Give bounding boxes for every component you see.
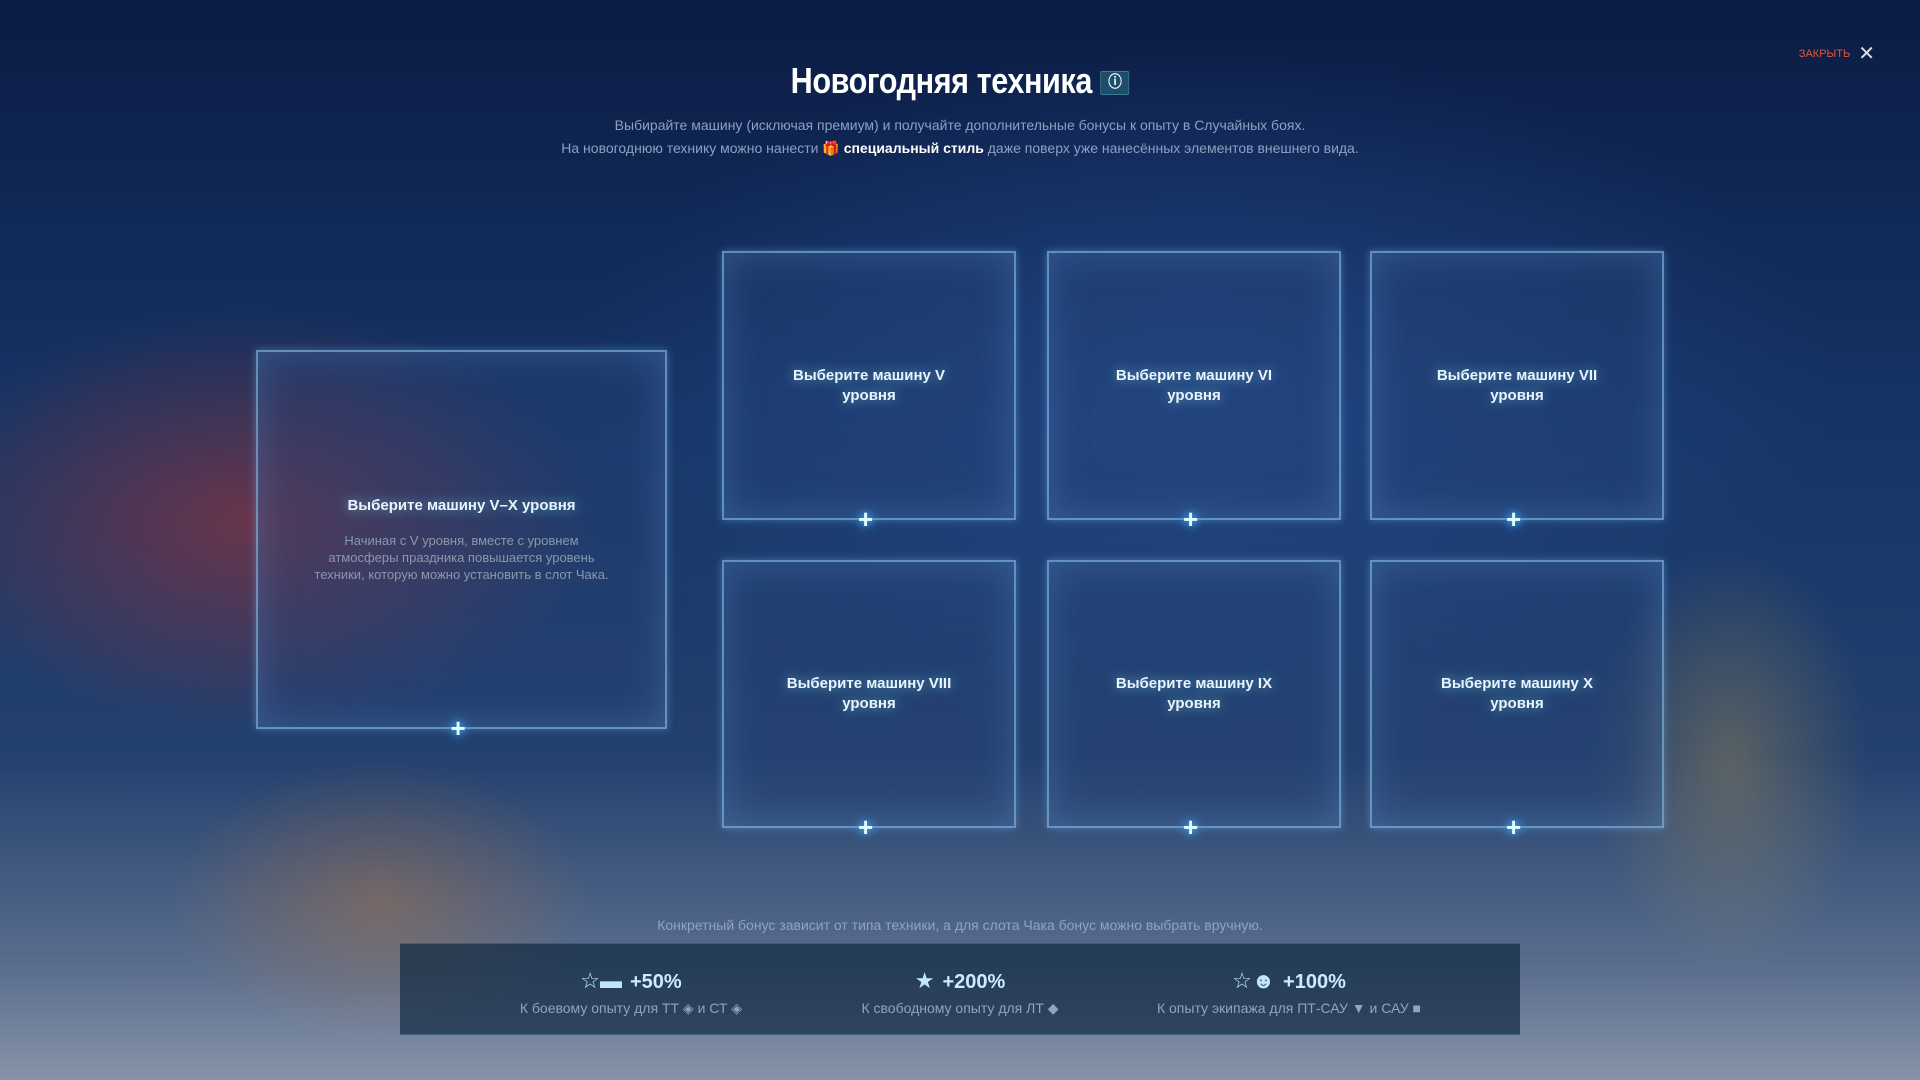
plus-icon: + (1183, 504, 1199, 534)
vehicle-slot-5[interactable]: Выберите машину V уровня + (722, 251, 1016, 532)
vehicle-slot-7[interactable]: Выберите машину VII уровня + (1370, 251, 1664, 532)
slot-label: Выберите машину VI уровня (1115, 366, 1273, 404)
special-style-link[interactable]: специальный стиль (843, 140, 984, 156)
subtitle-text: даже поверх уже нанесённых элементов вне… (987, 140, 1359, 156)
bonus-note: Конкретный бонус зависит от типа техники… (657, 917, 1263, 933)
bonus-heavy-medium: ☆▬ +50% К боевому опыту для ТТ ◈ и СТ ◈ (481, 968, 781, 1017)
title-text: Новогодняя техника (790, 60, 1093, 101)
close-icon: ✕ (1858, 43, 1875, 65)
subtitle-line-2: На новогоднюю технику можно нанести 🎁 сп… (0, 140, 1920, 157)
bonus-bar: ☆▬ +50% К боевому опыту для ТТ ◈ и СТ ◈ ★… (400, 943, 1520, 1035)
main-vehicle-slot[interactable]: Выберите машину V–X уровня Начиная с V у… (256, 350, 667, 741)
bonus-value: +200% (942, 971, 1006, 993)
plus-icon: + (858, 504, 874, 534)
bonus-text: К боевому опыту для ТТ ◈ и СТ ◈ (519, 1000, 743, 1016)
slot-label: Выберите машину VIII уровня (786, 675, 952, 712)
bonus-value: +100% (1283, 971, 1346, 993)
bonus-td-spg: ☆☻ +100% К опыту экипажа для ПТ-САУ ▼ и С… (1139, 968, 1439, 1016)
plus-icon: + (1183, 812, 1199, 842)
bonus-light: ★ +200% К свободному опыту для ЛТ ◆ (810, 968, 1110, 1017)
slot-label: Выберите машину V–X уровня (347, 497, 576, 514)
slot-label: Выберите машину IX уровня (1115, 675, 1273, 712)
plus-icon: + (858, 812, 874, 842)
subtitle-text: На новогоднюю технику можно нанести (561, 140, 819, 156)
crew-star-icon: ☆☻ (1232, 968, 1276, 993)
vehicle-slot-8[interactable]: Выберите машину VIII уровня + (722, 560, 1016, 840)
bonus-text: К опыту экипажа для ПТ-САУ ▼ и САУ ■ (1156, 1000, 1422, 1016)
vehicle-slot-6[interactable]: Выберите машину VI уровня + (1047, 251, 1341, 532)
tank-star-icon: ☆▬ (580, 968, 622, 993)
vehicle-slot-10[interactable]: Выберите машину X уровня + (1370, 560, 1664, 840)
slot-description: Начиная с V уровня, вместе с уровнем атм… (314, 533, 609, 582)
slot-label: Выберите машину X уровня (1440, 675, 1594, 712)
bonus-text: К свободному опыту для ЛТ ◆ (861, 1000, 1059, 1016)
plus-icon: + (1506, 812, 1522, 842)
slot-label: Выберите машину VII уровня (1436, 366, 1598, 404)
close-button[interactable]: ЗАКРЫТЬ ✕ (1799, 44, 1875, 64)
bonus-value: +50% (630, 971, 682, 993)
info-icon[interactable]: ⓘ (1100, 71, 1130, 96)
style-icon: 🎁 (822, 140, 840, 156)
plus-icon: + (450, 713, 466, 743)
page-title: Новогодняя техника ⓘ (144, 60, 1776, 102)
plus-icon: + (1506, 504, 1522, 534)
slot-label: Выберите машину V уровня (792, 366, 946, 404)
vehicle-slot-9[interactable]: Выберите машину IX уровня + (1047, 560, 1341, 840)
close-label: ЗАКРЫТЬ (1798, 48, 1851, 60)
star-icon: ★ (914, 968, 935, 993)
subtitle-line-1: Выбирайте машину (исключая премиум) и по… (614, 117, 1306, 133)
